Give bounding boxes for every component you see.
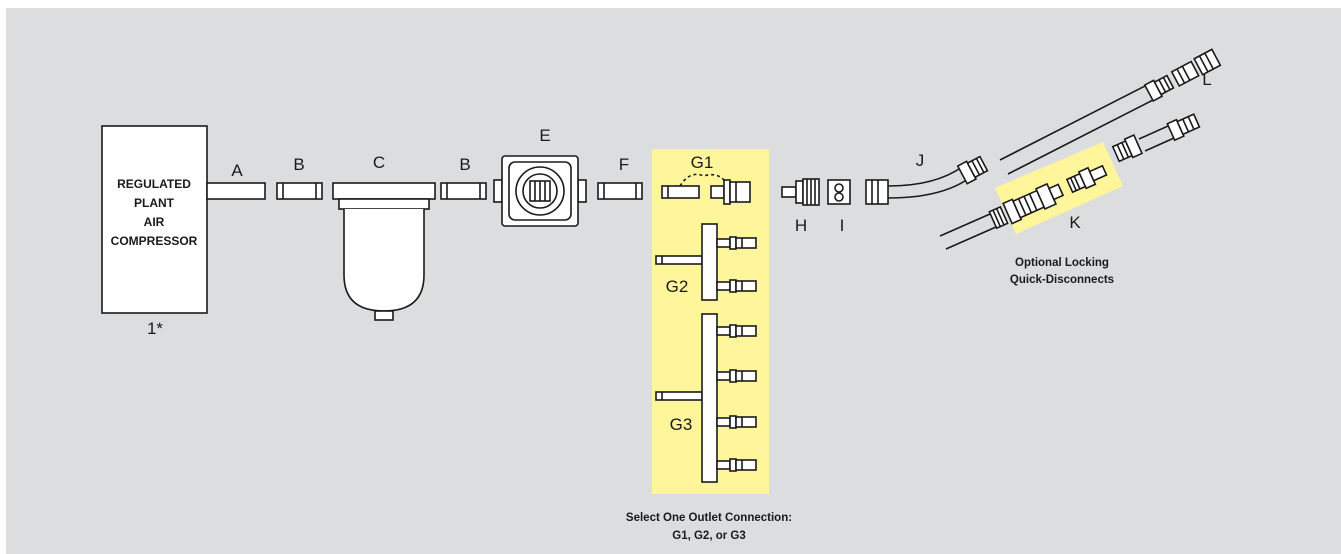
filter-c — [332, 182, 436, 321]
label-b2: B — [459, 155, 470, 174]
locking-note-line2: Quick-Disconnects — [1010, 274, 1114, 286]
label-k: K — [1069, 213, 1081, 232]
compressor-footnote: 1* — [147, 319, 163, 338]
compressor-label-line4: COMPRESSOR — [111, 234, 198, 248]
outlet-g1 — [661, 173, 751, 205]
hose-j — [865, 155, 989, 205]
hose-assembly-l — [999, 48, 1222, 175]
outlet-note-line2: G1, G2, or G3 — [672, 530, 746, 542]
label-g1: G1 — [691, 153, 714, 172]
g2-port-2 — [716, 279, 757, 293]
pipe-a — [206, 182, 266, 200]
label-j: J — [916, 151, 925, 170]
nipple-f — [597, 182, 643, 200]
locking-note-line1: Optional Locking — [1015, 257, 1109, 269]
regulator-e — [493, 155, 587, 227]
plug-h — [781, 178, 820, 206]
g3-port-2 — [716, 369, 757, 383]
compressor-label-line3: AIR — [144, 215, 165, 229]
g2-port-1 — [716, 236, 757, 250]
outlet-note-line1: Select One Outlet Connection: — [626, 512, 792, 524]
nipple-b2 — [440, 182, 487, 200]
quick-disconnect-k — [939, 113, 1201, 250]
outlet-g2 — [655, 223, 757, 301]
label-l: L — [1202, 70, 1211, 89]
g3-port-3 — [716, 415, 757, 429]
label-g2: G2 — [666, 277, 689, 296]
label-h: H — [795, 216, 807, 235]
g3-port-1 — [716, 324, 757, 338]
label-g3: G3 — [670, 415, 693, 434]
label-i: I — [840, 216, 845, 235]
g3-port-4 — [716, 458, 757, 472]
compressor-label-line2: PLANT — [134, 196, 175, 210]
label-e: E — [539, 126, 550, 145]
compressor-label-line1: REGULATED — [117, 177, 191, 191]
coupler-i — [827, 179, 851, 205]
label-f: F — [619, 155, 629, 174]
label-a: A — [231, 161, 243, 180]
label-c: C — [373, 153, 385, 172]
nipple-b1 — [276, 182, 323, 200]
label-b1: B — [293, 155, 304, 174]
air-compressor: REGULATED PLANT AIR COMPRESSOR — [101, 125, 208, 314]
outlet-g3 — [655, 313, 757, 483]
